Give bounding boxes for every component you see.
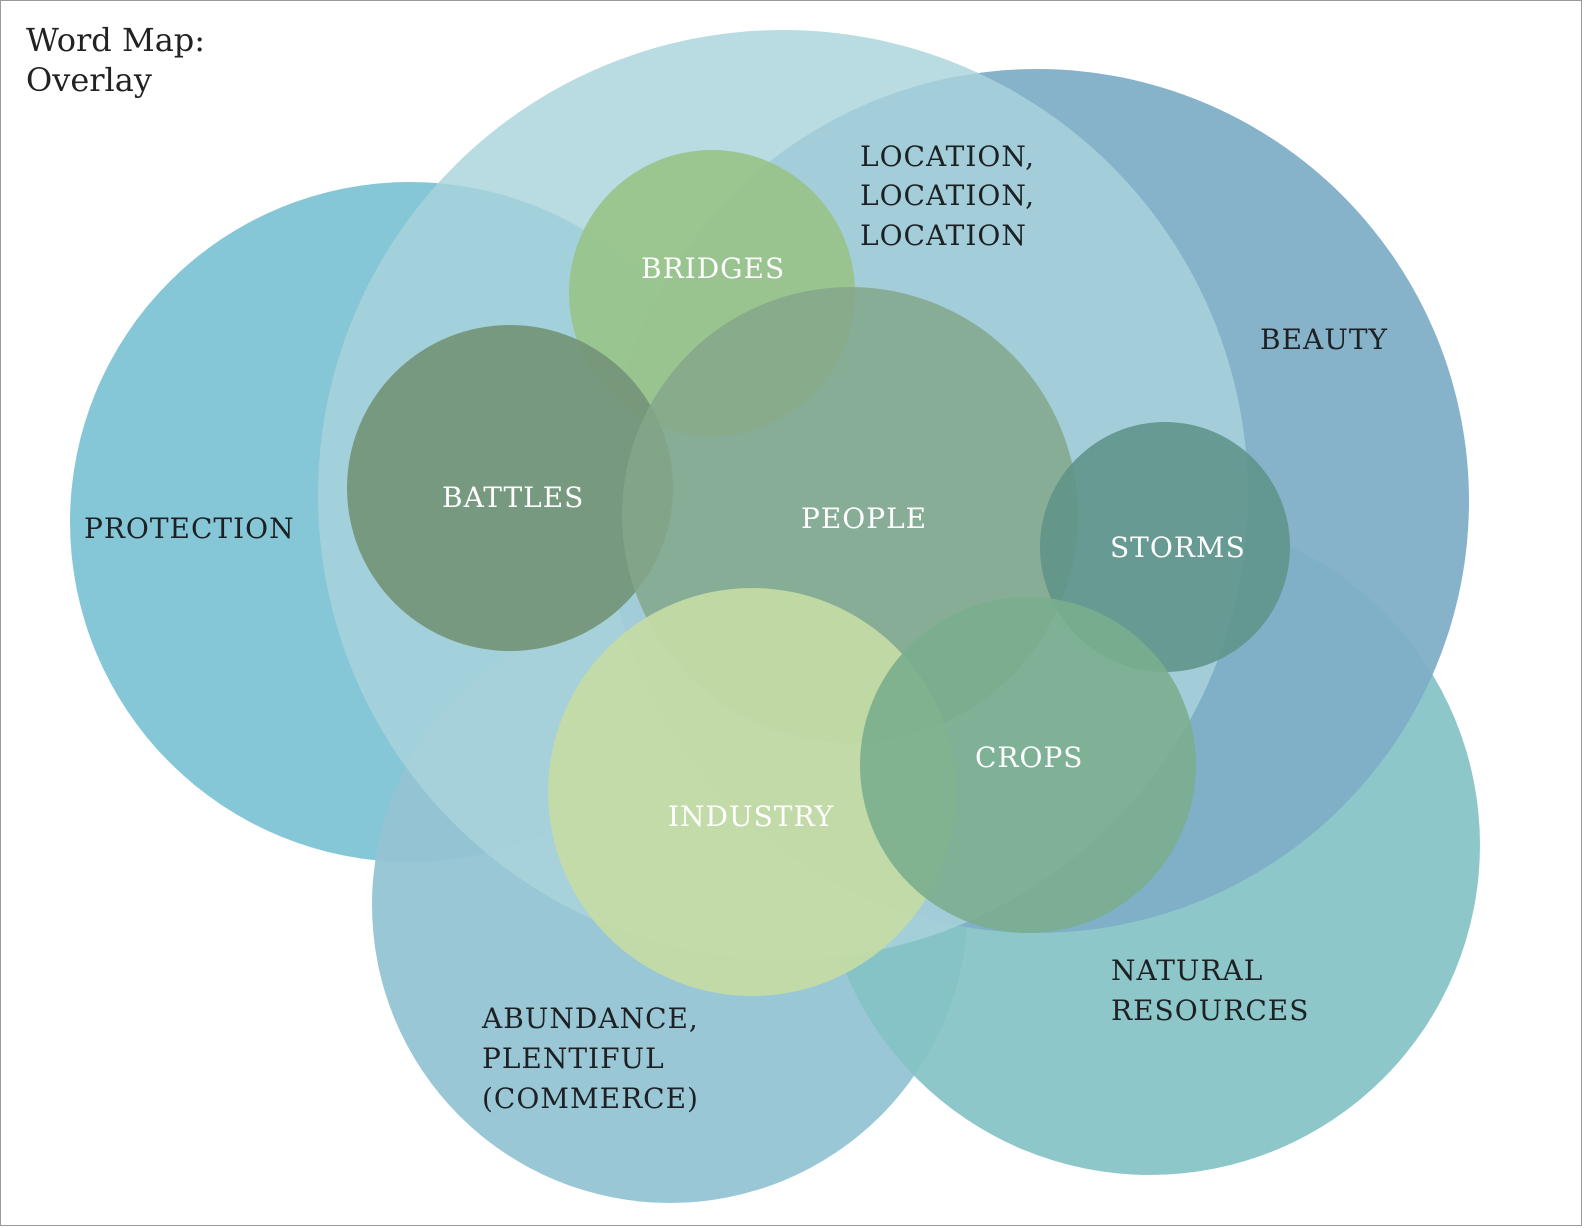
label-people: PEOPLE — [801, 502, 927, 535]
label-battles: BATTLES — [442, 481, 584, 514]
label-abundance-3: (COMMERCE) — [482, 1082, 699, 1115]
label-storms: STORMS — [1110, 531, 1246, 564]
label-natural-resources-1: NATURAL — [1111, 954, 1263, 987]
label-protection: PROTECTION — [84, 512, 295, 545]
title-line-1: Word Map: — [26, 21, 206, 59]
label-location-3: LOCATION — [860, 219, 1027, 252]
circle-industry — [548, 588, 956, 996]
circle-battles — [347, 325, 673, 651]
label-location-1: LOCATION, — [860, 140, 1035, 173]
label-crops: CROPS — [975, 741, 1083, 774]
label-abundance-2: PLENTIFUL — [482, 1042, 665, 1075]
diagram-title: Word Map: Overlay — [26, 20, 205, 100]
label-location-2: LOCATION, — [860, 179, 1035, 212]
label-abundance-1: ABUNDANCE, — [481, 1002, 699, 1035]
circle-storms — [1040, 422, 1290, 672]
label-bridges: BRIDGES — [641, 252, 785, 285]
label-industry: INDUSTRY — [668, 800, 834, 833]
circle-crops — [860, 597, 1196, 933]
label-natural-resources-2: RESOURCES — [1111, 994, 1309, 1027]
title-line-2: Overlay — [26, 61, 152, 99]
label-beauty: BEAUTY — [1260, 323, 1388, 356]
